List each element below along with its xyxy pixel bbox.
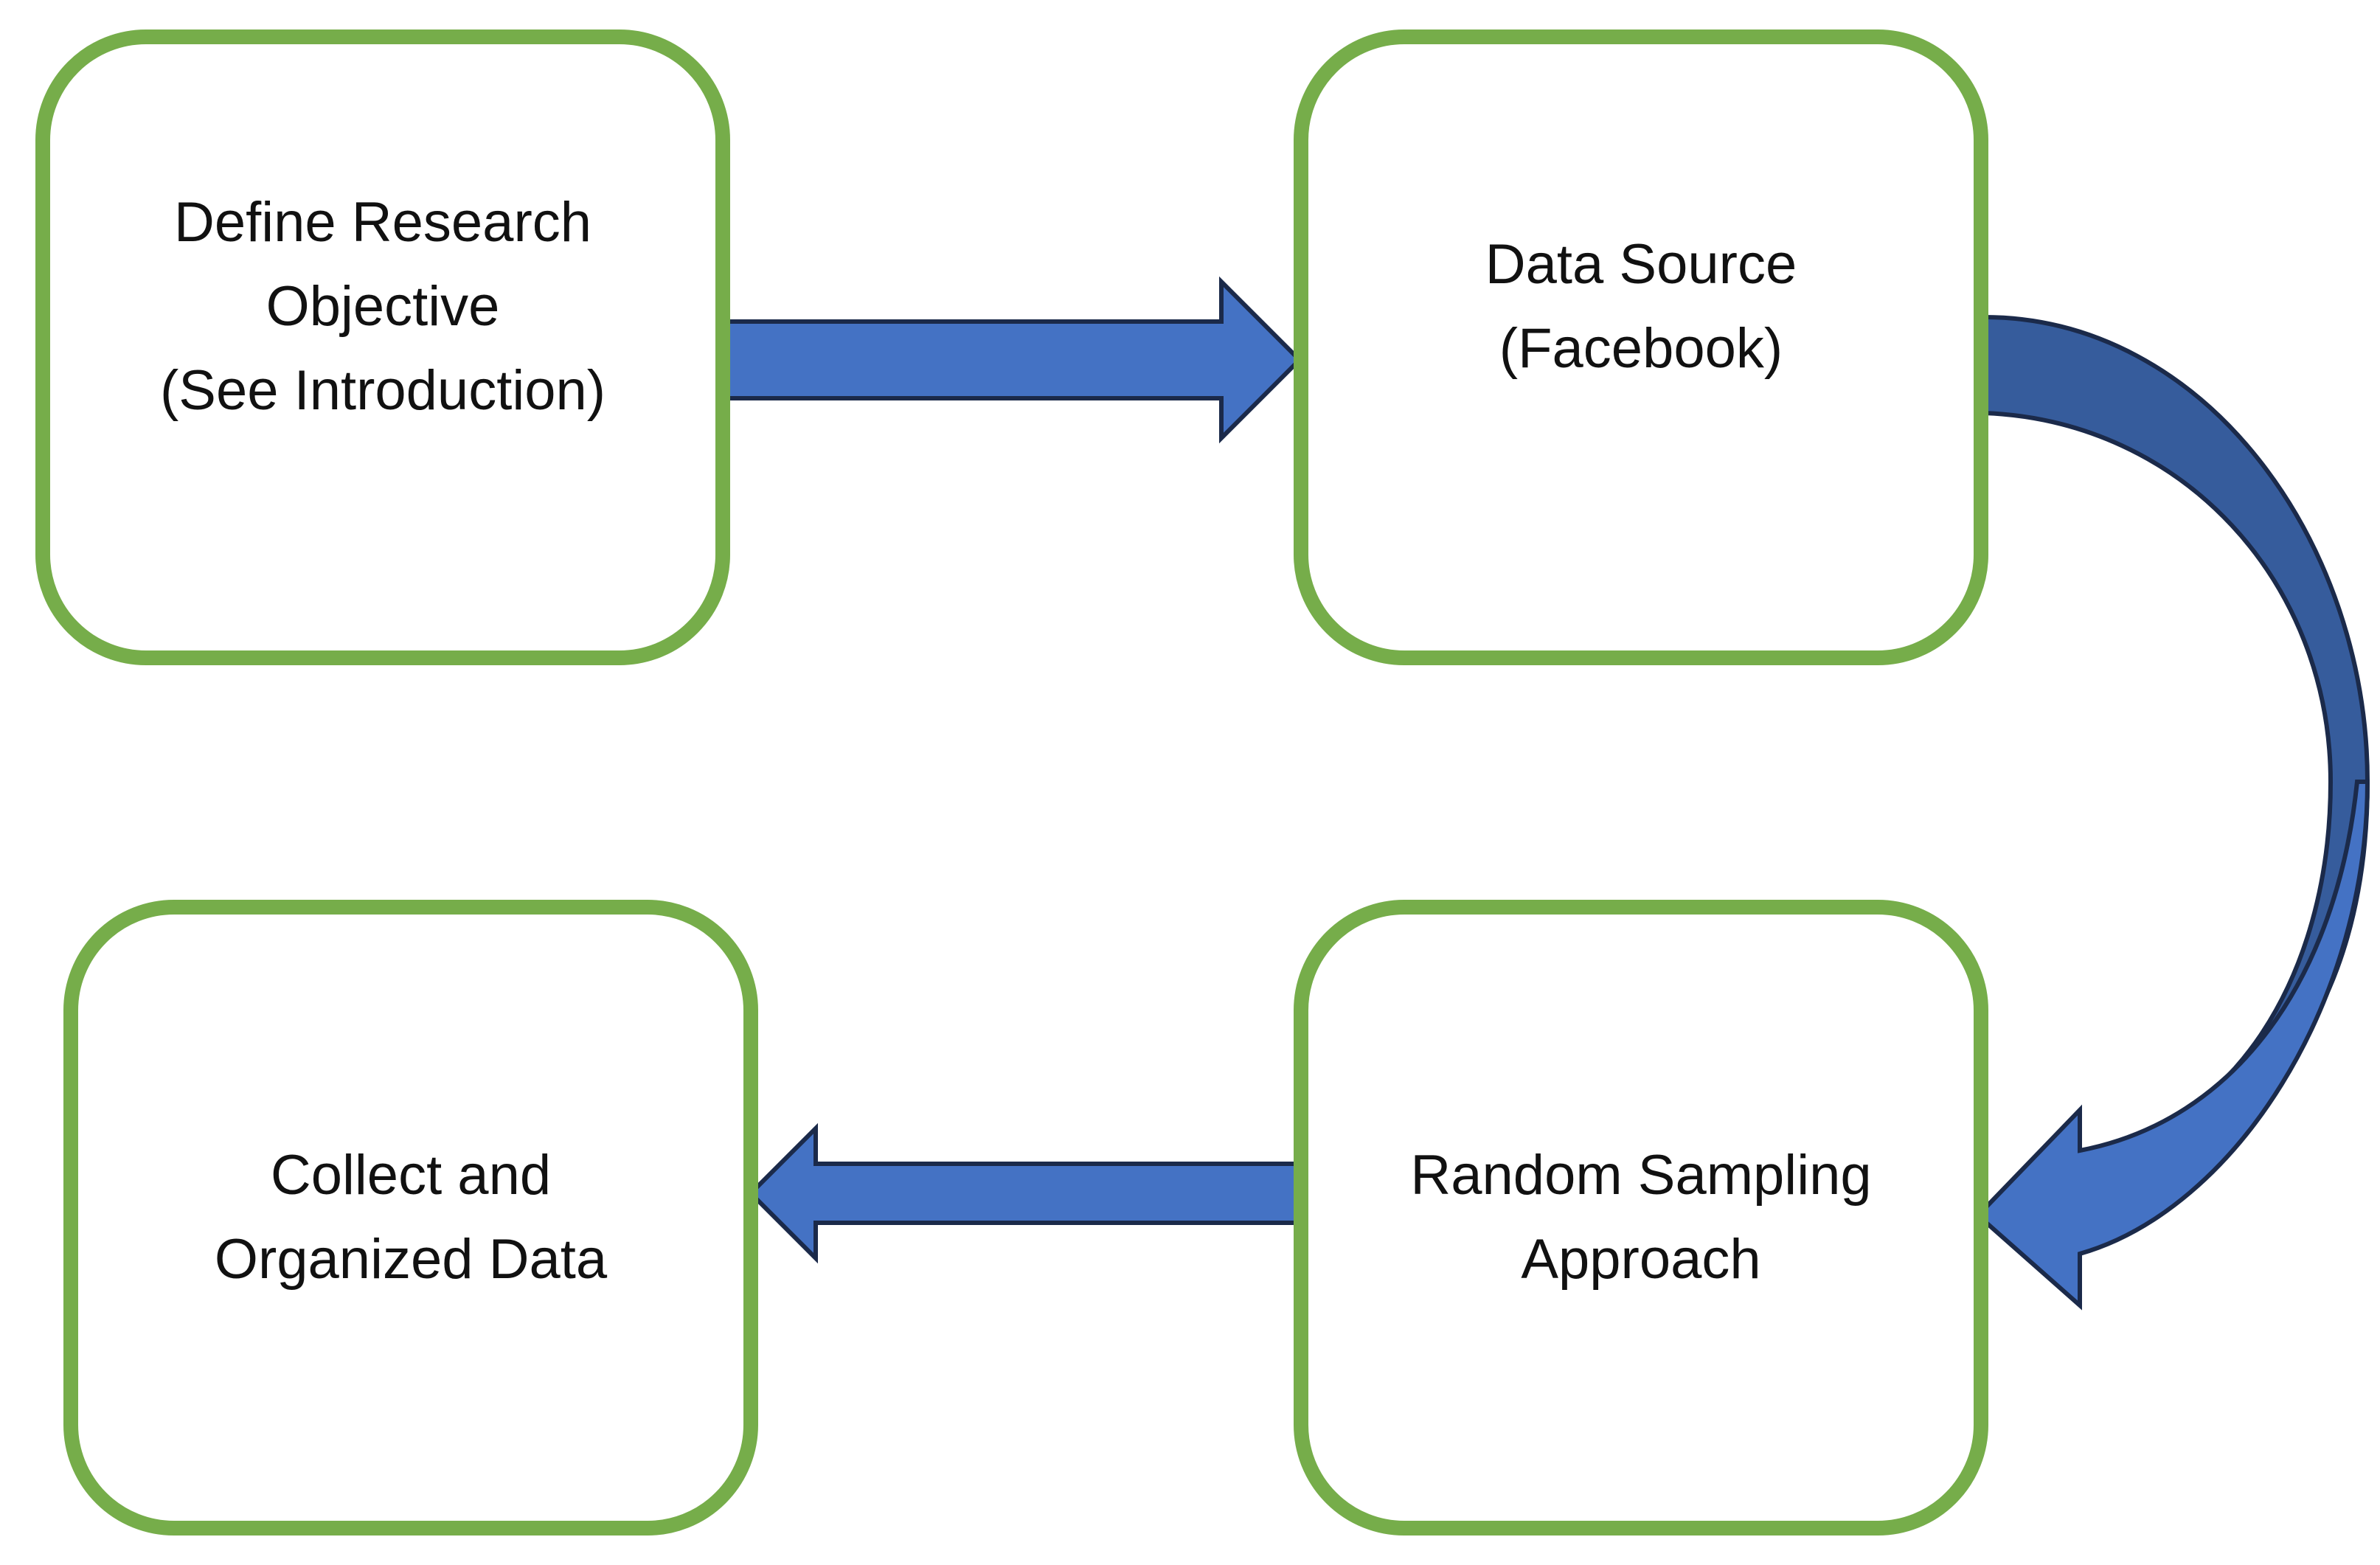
step-label: Define Research Objective (See Introduct… bbox=[160, 181, 606, 433]
step-label-line: Organized Data bbox=[214, 1228, 608, 1291]
step-random-sampling-approach: Random Sampling Approach bbox=[1294, 900, 1988, 1535]
arrow-objective-to-source bbox=[722, 276, 1303, 444]
step-label-line: Define Research bbox=[173, 191, 592, 254]
step-label-line: Collect and bbox=[270, 1144, 552, 1207]
step-label-line: Data Source bbox=[1485, 233, 1797, 296]
step-data-source: Data Source (Facebook) bbox=[1294, 30, 1988, 665]
step-label: Random Sampling Approach bbox=[1410, 1134, 1871, 1302]
step-collect-and-organized-data: Collect and Organized Data bbox=[63, 900, 758, 1535]
step-label: Data Source (Facebook) bbox=[1485, 223, 1797, 391]
arrow-source-to-sampling bbox=[1974, 780, 2370, 1311]
arrow-sampling-to-collect bbox=[747, 1122, 1300, 1264]
step-label-line: (Facebook) bbox=[1499, 317, 1783, 380]
step-label-line: Approach bbox=[1521, 1228, 1761, 1291]
step-label-line: Objective bbox=[266, 275, 500, 338]
step-label: Collect and Organized Data bbox=[215, 1134, 607, 1302]
step-label-line: Random Sampling bbox=[1410, 1144, 1872, 1207]
step-label-line: (See Introduction) bbox=[159, 359, 606, 422]
step-define-research-objective: Define Research Objective (See Introduct… bbox=[35, 30, 730, 665]
